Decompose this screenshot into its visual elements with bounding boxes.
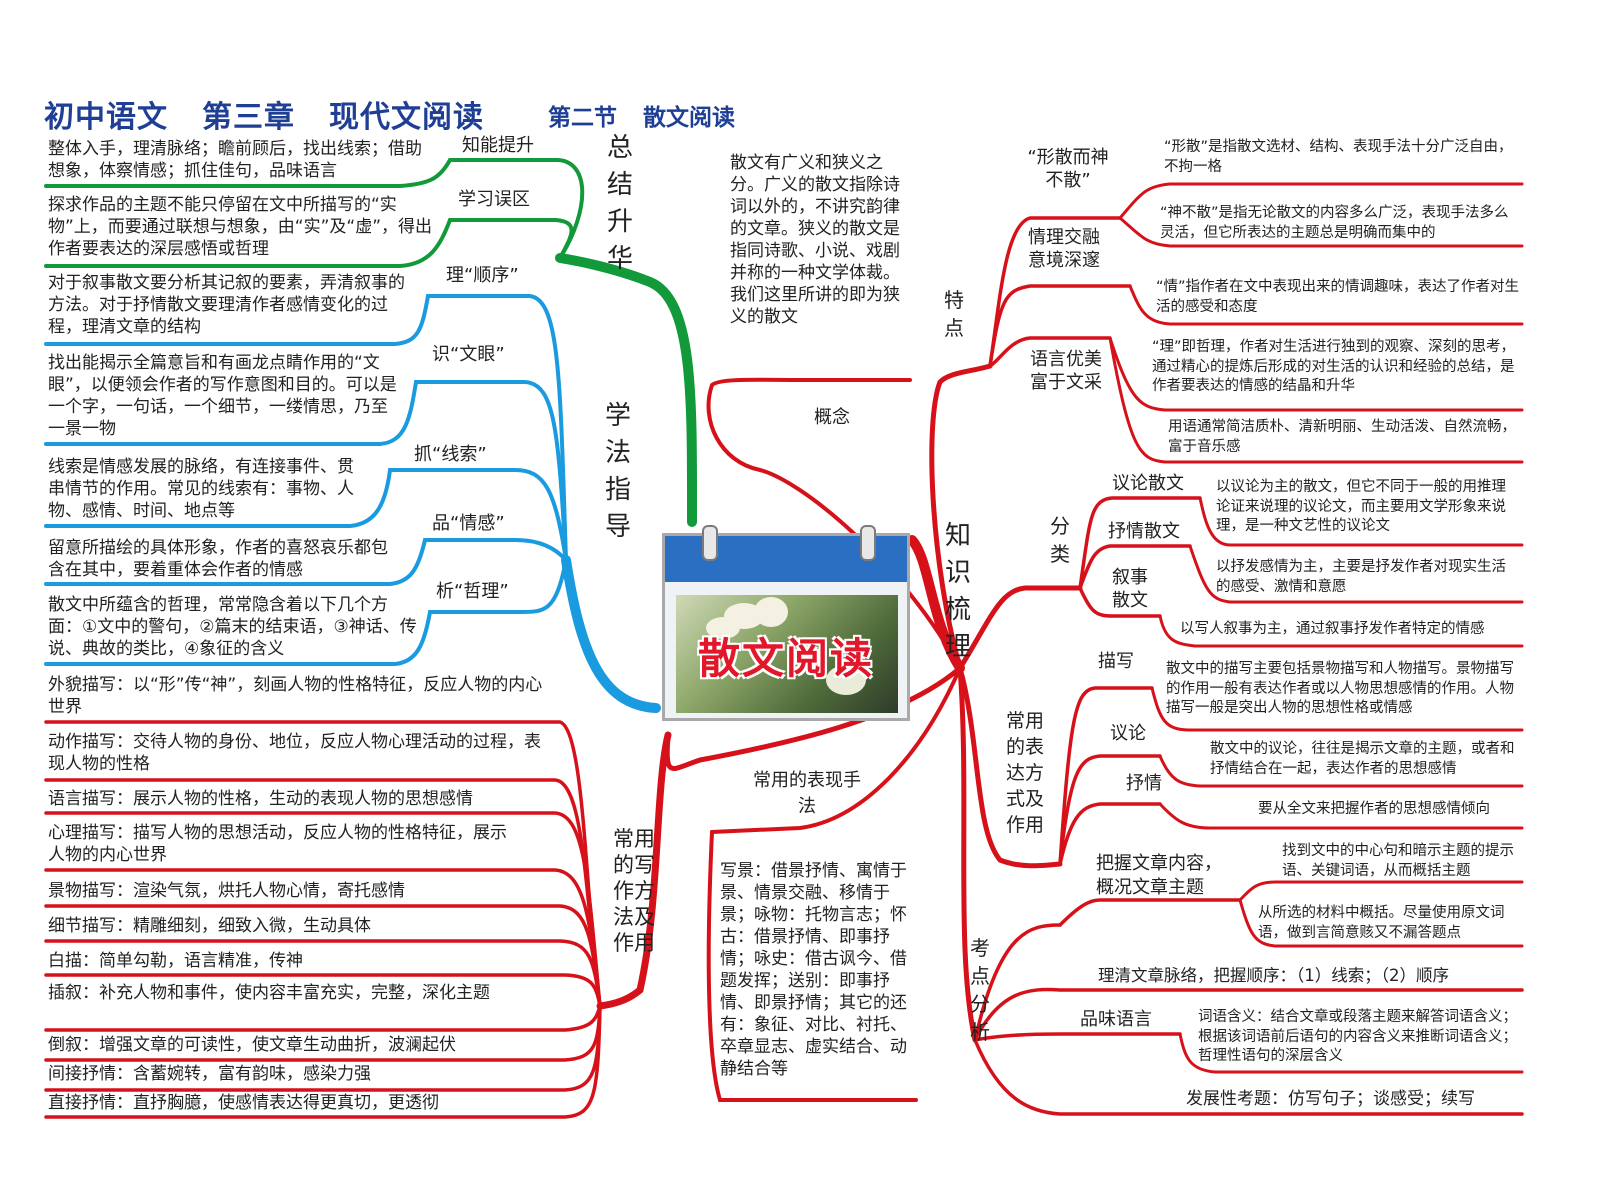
- exam-label: 考点分析: [970, 936, 990, 1044]
- calendar-ring-icon: [702, 525, 718, 561]
- knowledge-label: 知识梳理: [944, 521, 971, 662]
- exam-item-label: 品味语言: [1080, 1009, 1152, 1030]
- feature-label: “形散而神不散”: [1027, 147, 1109, 191]
- lotus-image: [676, 595, 898, 713]
- methods-item-label: 抒情: [1126, 773, 1162, 794]
- method-item-text: 对于叙事散文要分析其记叙的要素，弄清叙事的方法。对于抒情散文要理清作者感情变化的…: [48, 273, 405, 337]
- writing-item: 直接抒情：直抒胸臆，使感情表达得更真切，更透彻: [48, 1093, 439, 1113]
- title-part-3: 现代文阅读: [329, 100, 484, 135]
- red-left-branches: [44, 720, 672, 1119]
- method-item-label: 品“情感”: [432, 513, 505, 534]
- writing-item: 倒叙：增强文章的可读性，使文章生动曲折，波澜起伏: [48, 1035, 456, 1055]
- concept-label: 概念: [814, 407, 850, 428]
- category-item-label: 议论散文: [1112, 473, 1184, 494]
- calendar-ring-icon: [860, 525, 876, 561]
- writing-item: 白描：简单勾勒，语言精准，传神: [48, 951, 303, 971]
- feature-text: “情”指作者在文中表现出来的情调趣味，表达了作者对生活的感受和态度: [1156, 279, 1520, 315]
- writing-item: 语言描写：展示人物的性格，生动的表现人物的思想感情: [48, 789, 473, 809]
- summary-item-text: 探求作品的主题不能只停留在文中所描写的“实物”上，而要通过联想与想象，由“实”及…: [48, 195, 433, 259]
- concept-text: 散文有广义和狭义之分。广义的散文指除诗词以外的，不讲究韵律的文章。狭义的散文是指…: [730, 153, 900, 327]
- category-item-text: 以抒发感情为主，主要是抒发作者对现实生活的感受、激情和意愿: [1216, 559, 1506, 595]
- method-item-text: 留意所描绘的具体形象，作者的喜怒哀乐都包含在其中，要着重体会作者的情感: [48, 538, 388, 580]
- expression-text: 写景：借景抒情、寓情于景、情景交融、移情于景；咏物：托物言志；怀古：借景抒情、即…: [720, 861, 907, 1079]
- summary-item-label: 知能提升: [462, 135, 534, 156]
- central-node-label: 散文阅读: [697, 634, 874, 683]
- red-right-branches: [929, 182, 1524, 1116]
- feature-text: “理”即哲理，作者对生活进行独到的观察、深刻的思考，通过精心的提炼后形成的对生活…: [1152, 339, 1516, 394]
- method-item-label: 识“文眼”: [432, 344, 505, 365]
- writing-item: 外貌描写：以“形”传“神”，刻画人物的性格特征，反应人物的内心世界: [48, 675, 543, 717]
- category-item-label: 抒情散文: [1108, 521, 1180, 542]
- methods-item-text: 要从全文来把握作者的思想感情倾向: [1258, 801, 1490, 817]
- writing-item: 动作描写：交待人物的身份、地位，反应人物心理活动的过程，表现人物的性格: [48, 732, 541, 774]
- method-label: 学法指导: [604, 401, 631, 542]
- methods-item-text: 散文中的议论，往往是揭示文章的主题，或者和抒情结合在一起，表达作者的思想感情: [1210, 741, 1515, 777]
- method-item-text: 线索是情感发展的脉络，有连接事件、贯串情节的作用。常见的线索有：事物、人物、感情…: [48, 457, 354, 521]
- writing-item: 插叙：补充人物和事件，使内容丰富充实，完整，深化主题: [48, 983, 490, 1003]
- green-branches: [44, 158, 698, 527]
- blue-branches: [44, 294, 661, 713]
- exam-item-text: 找到文中的中心句和暗示主题的提示语、关键词语，从而概括主题: [1282, 843, 1514, 879]
- methods-item-text: 散文中的描写主要包括景物描写和人物描写。景物描写的作用一般有表达作者或以人物思想…: [1166, 661, 1514, 716]
- page-title: 初中语文第三章现代文阅读: [44, 92, 518, 136]
- feature-label: 语言优美富于文采: [1030, 349, 1102, 393]
- feature-label: 情理交融意境深邃: [1028, 227, 1100, 271]
- method-item-text: 散文中所蕴含的哲理，常常隐含着以下几个方面：①文中的警句，②篇末的结束语，③神话…: [48, 595, 417, 659]
- summary-item-label: 学习误区: [458, 189, 530, 210]
- category-label: 分类: [1050, 514, 1070, 566]
- feature-text: 用语通常简洁质朴、清新明丽、生动活泼、自然流畅，富于音乐感: [1168, 419, 1516, 455]
- methods-item-label: 议论: [1110, 723, 1146, 744]
- exam-item-label: 发展性考题：仿写句子；谈感受；续写: [1186, 1089, 1475, 1109]
- title-part-2: 第三章: [202, 100, 295, 135]
- methods-item-label: 描写: [1098, 651, 1134, 672]
- page-subtitle: 第二节散文阅读: [548, 98, 761, 132]
- exam-item-label: 理清文章脉络，把握顺序：（1）线索；（2）顺序: [1098, 966, 1449, 985]
- writing-item: 间接抒情：含蓄婉转，富有韵味，感染力强: [48, 1064, 371, 1084]
- expression-label: 常用的表现手法: [753, 770, 861, 817]
- writing-item: 心理描写：描写人物的思想活动，反应人物的性格特征，展示人物的内心世界: [48, 823, 507, 865]
- writing-item: 细节描写：精雕细刻，细致入微，生动具体: [48, 916, 371, 936]
- category-item-text: 以议论为主的散文，但它不同于一般的用推理论证来说理的议论文，而主要用文学形象来说…: [1216, 479, 1506, 534]
- subtitle-part-1: 第二节: [548, 105, 617, 131]
- writing-label: 常用的写作方法及作用: [613, 827, 655, 955]
- title-part-1: 初中语文: [44, 100, 168, 135]
- feature-text: “神不散”是指无论散文的内容多么广泛，表现手法多么灵活，但它所表达的主题总是明确…: [1160, 205, 1509, 241]
- category-item-label: 叙事散文: [1112, 567, 1148, 611]
- method-item-label: 析“哲理”: [436, 581, 509, 602]
- method-item-label: 抓“线索”: [414, 444, 487, 465]
- category-item-text: 以写人叙事为主，通过叙事抒发作者特定的情感: [1180, 621, 1485, 637]
- exam-item-text: 词语含义：结合文章或段落主题来解答词语含义；根据该词语前后语句的内容含义来推断词…: [1198, 1009, 1517, 1064]
- exam-item-label: 把握文章内容，概况文章主题: [1096, 853, 1222, 898]
- method-item-label: 理“顺序”: [446, 265, 519, 286]
- method-item-text: 找出能揭示全篇意旨和有画龙点睛作用的“文眼”，以便领会作者的写作意图和目的。可以…: [48, 353, 397, 439]
- features-label: 特点: [944, 288, 964, 340]
- summary-item-text: 整体入手，理清脉络；瞻前顾后，找出线索；借助想象，体察情感；抓住佳句，品味语言: [48, 139, 422, 181]
- writing-item: 景物描写：渲染气氛，烘托人物心情，寄托感情: [48, 881, 405, 901]
- methods-label: 常用的表达方式及作用: [1006, 710, 1045, 836]
- exam-item-text: 从所选的材料中概括。尽量使用原文词语，做到言简意赅又不漏答题点: [1258, 905, 1505, 941]
- central-calendar-node: 散文阅读: [662, 525, 914, 723]
- summary-label: 总结升华: [606, 133, 633, 274]
- subtitle-part-2: 散文阅读: [643, 105, 735, 131]
- feature-text: “形散”是指散文选材、结构、表现手法十分广泛自由，不拘一格: [1164, 139, 1513, 175]
